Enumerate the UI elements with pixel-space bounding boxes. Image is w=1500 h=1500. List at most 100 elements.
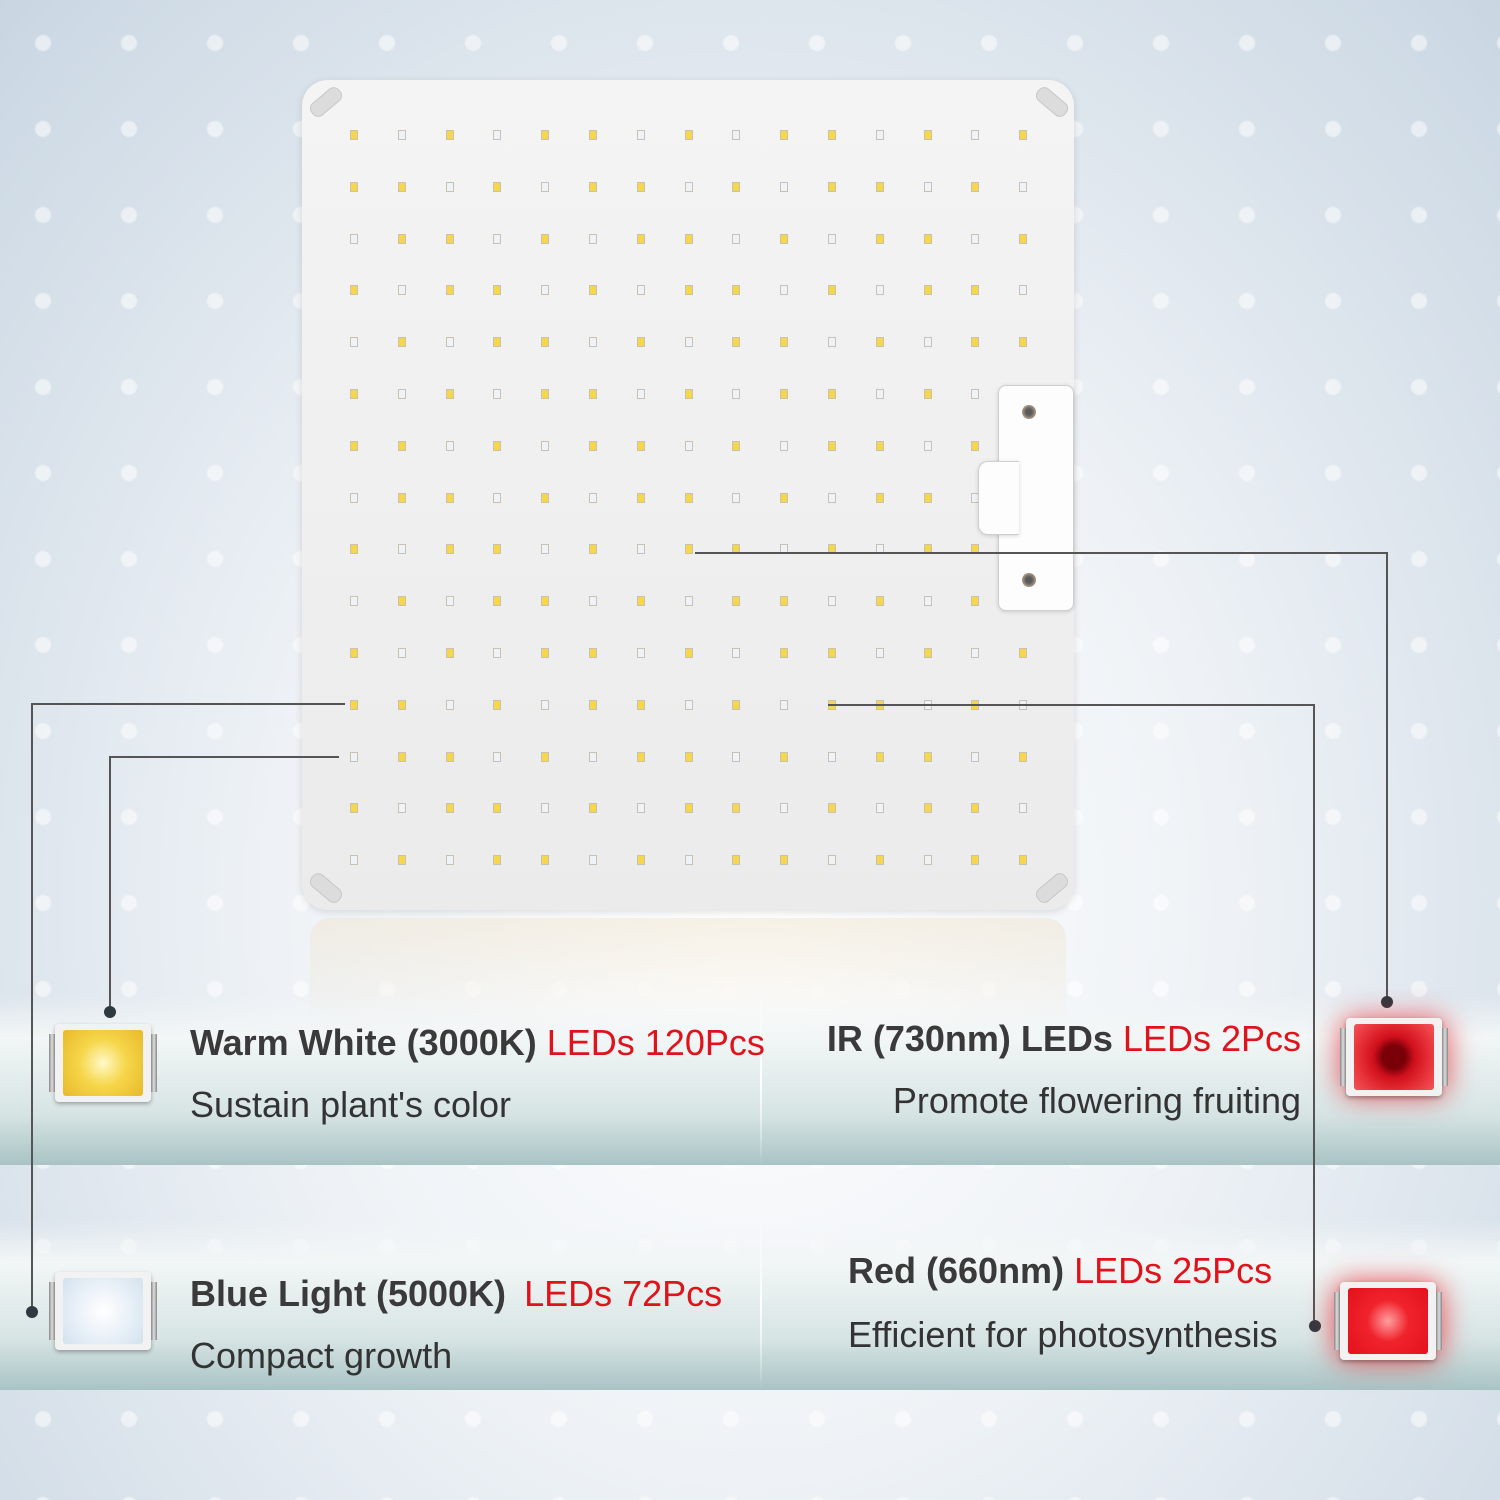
- led-chip: [397, 389, 406, 399]
- led-chip: [875, 440, 884, 451]
- led-chip: [732, 855, 741, 866]
- red-title: Red (660nm): [848, 1250, 1065, 1291]
- led-chip: [350, 596, 358, 607]
- led-chip: [445, 544, 454, 555]
- led-chip: [828, 492, 836, 503]
- led-chip: [493, 440, 502, 451]
- led-chip: [397, 855, 406, 866]
- led-chip: [397, 233, 406, 244]
- leader-dot-ir: [1381, 996, 1393, 1008]
- legend-divider-top: [760, 990, 762, 1165]
- led-chip: [732, 337, 741, 348]
- led-chip: [875, 233, 884, 244]
- led-chip: [923, 389, 932, 399]
- led-chip: [350, 751, 358, 762]
- led-chip: [684, 492, 693, 503]
- led-chip: [684, 389, 693, 399]
- led-chip: [397, 544, 406, 555]
- led-chip: [493, 285, 502, 296]
- led-chip: [780, 181, 789, 192]
- led-chip: [397, 285, 406, 296]
- led-chip: [780, 855, 789, 866]
- led-chip: [589, 699, 597, 710]
- leader-dot-warm: [104, 1006, 116, 1018]
- led-chip: [493, 803, 502, 814]
- led-chip: [732, 751, 741, 762]
- led-chip: [350, 699, 358, 710]
- red-led-chip-icon: [1334, 1282, 1442, 1360]
- led-chip: [684, 699, 693, 710]
- led-chip: [684, 648, 693, 658]
- led-chip: [589, 855, 597, 866]
- led-chip: [445, 596, 454, 607]
- led-chip: [875, 389, 884, 399]
- led-chip: [350, 544, 358, 555]
- led-chip: [875, 337, 884, 348]
- led-chip: [923, 285, 932, 296]
- mounting-slot-top-right: [1033, 84, 1071, 120]
- led-chip: [828, 337, 836, 348]
- led-chip: [875, 803, 884, 814]
- led-chip: [684, 285, 693, 296]
- led-chip: [350, 285, 358, 296]
- led-chip: [923, 492, 932, 503]
- led-chip: [589, 751, 597, 762]
- leader-line-ir: [695, 552, 1387, 554]
- led-chip: [493, 130, 502, 140]
- led-chip: [589, 544, 597, 555]
- led-chip: [541, 130, 550, 140]
- led-chip: [636, 596, 645, 607]
- led-chip: [732, 440, 741, 451]
- led-chip: [732, 233, 741, 244]
- led-chip: [636, 130, 645, 140]
- led-chip: [589, 130, 597, 140]
- led-chip: [923, 130, 932, 140]
- led-chip: [780, 751, 789, 762]
- power-driver-bracket: [978, 385, 1074, 611]
- led-chip: [780, 233, 789, 244]
- legend-band-bottom: [0, 1220, 1500, 1390]
- led-chip: [493, 544, 502, 555]
- led-chip: [828, 855, 836, 866]
- led-chip: [1019, 648, 1028, 658]
- led-chip: [1019, 855, 1028, 866]
- led-chip: [732, 699, 741, 710]
- led-chip: [971, 389, 980, 399]
- led-chip: [493, 233, 502, 244]
- led-chip: [732, 285, 741, 296]
- led-chip: [875, 855, 884, 866]
- led-chip: [780, 440, 789, 451]
- led-chip: [780, 492, 789, 503]
- led-chip: [350, 440, 358, 451]
- ir-led-chip-icon: [1340, 1018, 1448, 1096]
- led-chip: [350, 130, 358, 140]
- led-chip: [493, 389, 502, 399]
- led-chip: [971, 803, 980, 814]
- led-chip: [875, 648, 884, 658]
- led-chip: [445, 699, 454, 710]
- led-chip: [636, 648, 645, 658]
- led-chip: [350, 803, 358, 814]
- blue-light-count: LEDs 72Pcs: [524, 1273, 723, 1314]
- led-chip: [445, 648, 454, 658]
- led-chip: [732, 130, 741, 140]
- led-chip: [971, 648, 980, 658]
- led-chip: [493, 492, 502, 503]
- led-chip: [589, 648, 597, 658]
- led-chip: [875, 285, 884, 296]
- led-chip: [493, 596, 502, 607]
- led-chip: [445, 855, 454, 866]
- led-chip: [971, 440, 980, 451]
- led-chip: [589, 337, 597, 348]
- led-chip: [541, 648, 550, 658]
- led-chip: [971, 233, 980, 244]
- led-chip: [541, 544, 550, 555]
- led-chip: [971, 337, 980, 348]
- led-chip: [780, 389, 789, 399]
- led-chip: [732, 389, 741, 399]
- led-chip: [732, 181, 741, 192]
- blue-light-title: Blue Light (5000K): [190, 1273, 507, 1314]
- led-chip: [684, 181, 693, 192]
- legend-divider-bottom: [760, 1215, 762, 1390]
- led-chip: [350, 492, 358, 503]
